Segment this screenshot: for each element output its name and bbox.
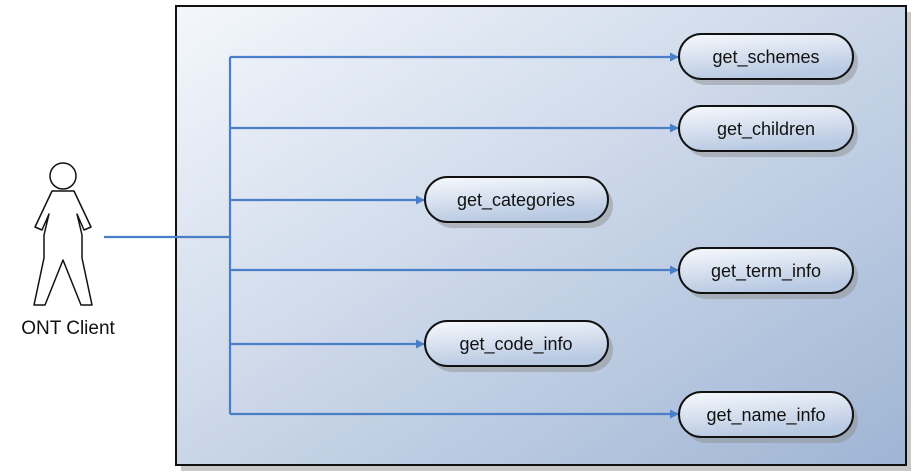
- use-case-label: get_name_info: [706, 405, 825, 426]
- use-case-get-code-info: get_code_info: [424, 320, 613, 372]
- use-case-label: get_categories: [457, 190, 575, 211]
- use-case-get-categories: get_categories: [424, 176, 613, 228]
- use-case-label: get_schemes: [712, 47, 819, 68]
- use-case-get-term-info: get_term_info: [678, 247, 858, 299]
- use-case-label: get_children: [717, 119, 815, 140]
- use-case-label: get_term_info: [711, 261, 821, 282]
- actor: ONT Client: [21, 162, 116, 339]
- use-case-get-name-info: get_name_info: [678, 391, 858, 443]
- use-case-get-schemes: get_schemes: [678, 33, 858, 85]
- use-case-label: get_code_info: [459, 334, 572, 355]
- connectors: [104, 52, 679, 419]
- person-icon: [33, 162, 93, 306]
- actor-label: ONT Client: [21, 318, 115, 339]
- use-case-get-children: get_children: [678, 105, 858, 157]
